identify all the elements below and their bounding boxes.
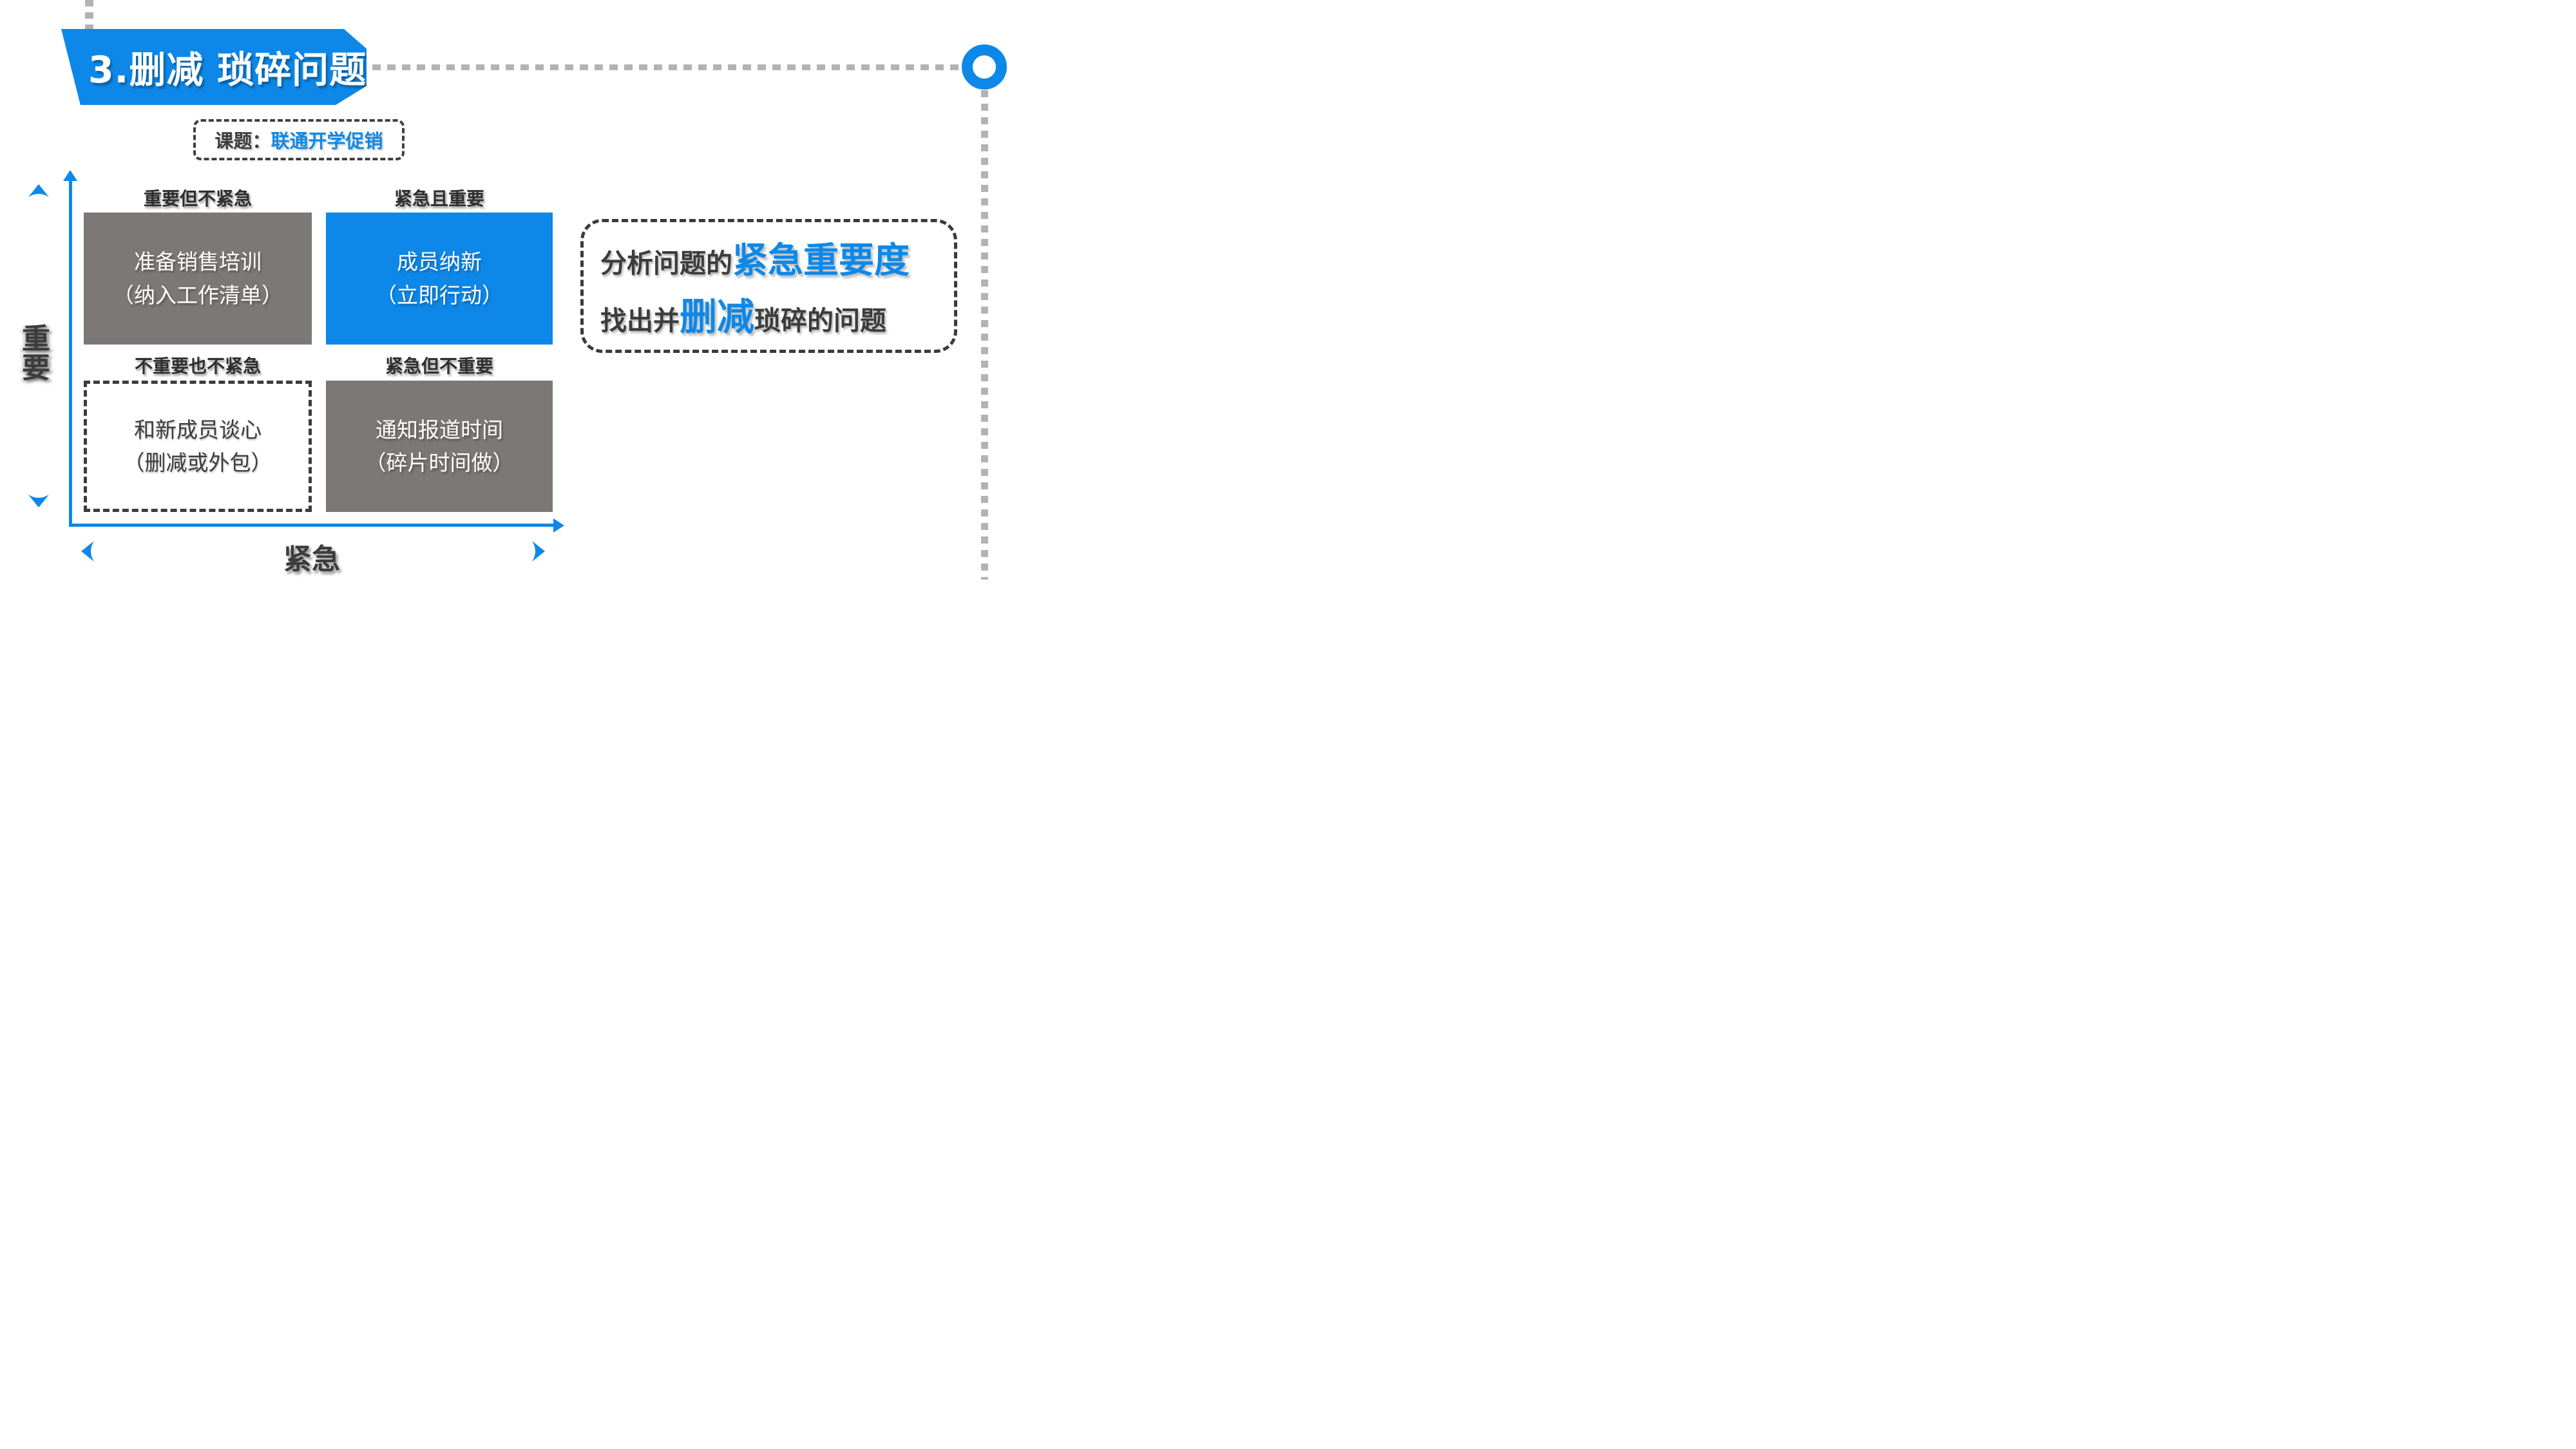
topic-box: 课题： 联通开学促销 xyxy=(193,119,405,160)
slide-canvas: 3.删减 琐碎问题 课题： 联通开学促销 重要 紧急 重要但不紧急 紧急且重要 … xyxy=(0,0,1031,580)
quadrant-box-urgent-not-important: 通知报道时间 （碎片时间做） xyxy=(326,381,553,512)
quadrant-task: 通知报道时间 xyxy=(376,417,503,442)
note-text: 找出并 xyxy=(600,305,680,336)
quadrant-task: 和新成员谈心 xyxy=(134,417,262,442)
topic-value: 联通开学促销 xyxy=(271,130,383,152)
right-dotted-connector xyxy=(981,90,988,580)
quadrant-action: （立即行动） xyxy=(376,282,503,308)
quadrant-action: （纳入工作清单） xyxy=(113,282,283,308)
chevron-down-icon xyxy=(28,493,50,509)
quadrant-box-not-important-not-urgent: 和新成员谈心 （删减或外包） xyxy=(84,381,312,512)
y-axis-label: 重要 xyxy=(22,323,50,384)
note-line-1: 分析问题的 紧急重要度 xyxy=(600,231,937,283)
x-axis-label: 紧急 xyxy=(283,543,340,576)
x-axis-arrowhead-icon xyxy=(553,518,564,533)
ring-icon xyxy=(962,44,1007,90)
quadrant-action: （碎片时间做） xyxy=(365,450,514,475)
quadrant-label-urgent-not-important: 紧急但不重要 xyxy=(385,355,493,377)
quadrant-label-important-not-urgent: 重要但不紧急 xyxy=(143,188,252,209)
quadrant-action: （删减或外包） xyxy=(123,450,272,475)
note-text: 分析问题的 xyxy=(600,248,732,279)
top-dotted-connector xyxy=(372,64,962,70)
chevron-right-icon xyxy=(531,540,546,563)
x-axis-line xyxy=(69,524,555,527)
chevron-up-icon xyxy=(28,183,50,198)
quadrant-label-not-important-not-urgent: 不重要也不紧急 xyxy=(134,355,261,377)
quadrant-task: 准备销售培训 xyxy=(134,249,262,275)
note-line-2: 找出并 删减 琐碎的问题 xyxy=(600,287,937,341)
note-box: 分析问题的 紧急重要度 找出并 删减 琐碎的问题 xyxy=(580,219,957,353)
quadrant-box-important-not-urgent: 准备销售培训 （纳入工作清单） xyxy=(84,213,312,345)
chevron-left-icon xyxy=(80,540,95,563)
slide-title: 3.删减 琐碎问题 xyxy=(88,49,367,91)
note-highlight: 紧急重要度 xyxy=(732,240,910,281)
title-banner: 3.删减 琐碎问题 xyxy=(61,29,367,105)
y-axis-line xyxy=(69,179,72,527)
note-text: 琐碎的问题 xyxy=(754,305,887,336)
y-axis-arrowhead-icon xyxy=(63,170,77,181)
quadrant-task: 成员纳新 xyxy=(397,249,482,275)
topic-label: 课题： xyxy=(215,130,271,152)
quadrant-label-urgent-important: 紧急且重要 xyxy=(394,188,484,209)
note-highlight: 删减 xyxy=(680,295,755,339)
top-left-dotted-line xyxy=(85,0,93,29)
quadrant-box-urgent-important: 成员纳新 （立即行动） xyxy=(326,213,553,345)
